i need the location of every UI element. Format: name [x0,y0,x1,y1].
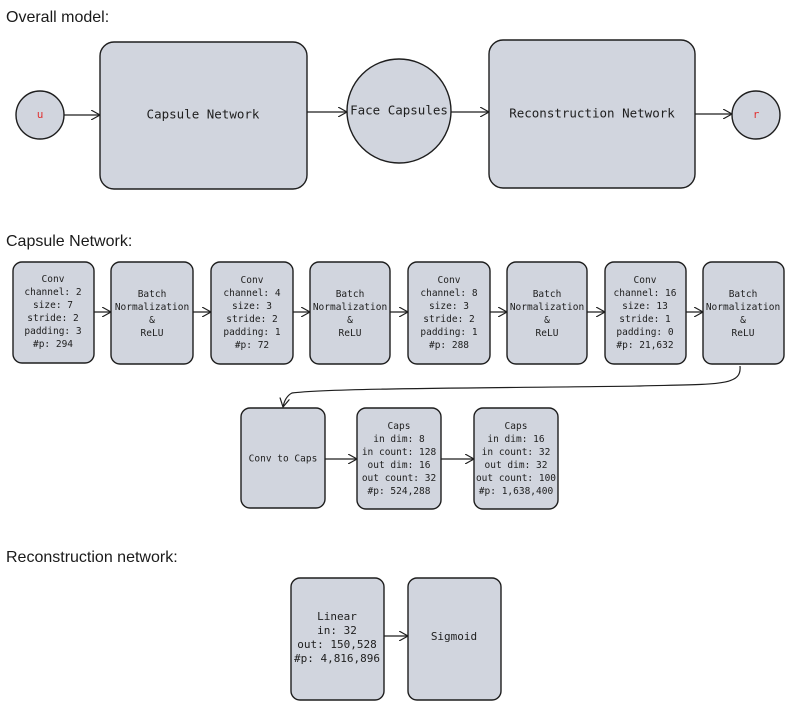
caps1-label-line: in count: 128 [362,447,437,458]
conv1-label-line: size: 7 [33,300,73,311]
conv2-label-line: stride: 2 [226,314,277,325]
bn1-label-line: Batch [138,289,167,300]
caps2-node: Caps in dim: 16 in count: 32 out dim: 32 out… [473,407,559,510]
bn2-label-line: Batch [336,289,365,300]
conv3-label-line: channel: 8 [420,288,477,299]
sigmoid-node: Sigmoid [407,577,502,701]
bn4-label-line: ReLU [732,328,755,339]
conv2-label-line: padding: 1 [223,327,280,338]
caps1-label-line: out count: 32 [362,473,436,484]
conv1-label-line: Conv [42,274,65,285]
bn4-label-line: Normalization [706,302,780,313]
bn1-label-line: Normalization [115,302,189,313]
caps2-label-line: out dim: 32 [485,460,548,471]
conv1-label-line: padding: 3 [24,326,81,337]
bn1-label-line: ReLU [141,328,164,339]
conv2-label-line: Conv [241,275,264,286]
sigmoid-label-line: Sigmoid [431,630,477,643]
caps2-label-line: #p: 1,638,400 [479,486,554,497]
conv4-label-line: #p: 21,632 [616,340,673,351]
conv1-label-line: channel: 2 [24,287,81,298]
conv3-node: Conv channel: 8 size: 3 stride: 2 padding: 1… [407,261,491,365]
conv4-node: Conv channel: 16 size: 13 stride: 1 padding:… [604,261,687,365]
caps1-label-line: #p: 524,288 [368,486,431,497]
conv3-label-line: stride: 2 [423,314,474,325]
capsule-network-label: Capsule Network [147,107,260,122]
conv4-label-line: size: 13 [622,301,668,312]
bn1-label-line: & [149,315,155,326]
bn3-label-line: & [544,315,550,326]
caps1-label-line: Caps [388,421,411,432]
reconstruction-network-node: Reconstruction Network [488,39,696,189]
conv4-label-line: channel: 16 [614,288,677,299]
conv3-label-line: #p: 288 [429,340,469,351]
linear-label-line: #p: 4,816,896 [294,652,380,665]
caps2-label-line: Caps [505,421,528,432]
caps1-label-line: in dim: 8 [373,434,425,445]
conv1-label-line: stride: 2 [27,313,78,324]
conv1-label-line: #p: 294 [33,339,73,350]
bn2-label-line: Normalization [313,302,387,313]
bn4-label-line: Batch [729,289,758,300]
conv1-node: Conv channel: 2 size: 7 stride: 2 padding: 3… [12,261,95,364]
linear-label-line: Linear [317,610,357,623]
input-node: u [15,90,65,140]
conv-to-caps-node: Conv to Caps [240,407,326,509]
caps2-label-line: out count: 100 [476,473,556,484]
linear-label-line: out: 150,528 [297,638,376,651]
conv-to-caps-label-line: Conv to Caps [249,454,318,465]
face-capsules-label: Face Capsules [350,103,448,118]
bn2-label-line: & [347,315,353,326]
bn4-label-line: & [740,315,746,326]
overall-model-title: Overall model: [6,9,109,26]
conv3-label-line: size: 3 [429,301,469,312]
caps1-node: Caps in dim: 8 in count: 128 out dim: 16 out… [356,407,442,510]
conv2-label-line: #p: 72 [235,340,269,351]
conv3-label-line: padding: 1 [420,327,477,338]
caps2-label-line: in count: 32 [482,447,551,458]
capsule-network-title: Capsule Network: [6,233,132,250]
edge-bn4-to-conv-to-caps [283,365,741,407]
bn3-label-line: Batch [533,289,562,300]
capsule-network-node: Capsule Network [99,41,308,190]
face-capsules-node: Face Capsules [346,58,452,164]
conv4-label-line: Conv [634,275,657,286]
conv2-node: Conv channel: 4 size: 3 stride: 2 padding: 1… [210,261,294,365]
bn3-label-line: ReLU [536,328,559,339]
caps2-label-line: in dim: 16 [487,434,544,445]
reconstruction-network-label: Reconstruction Network [509,106,675,121]
conv4-label-line: padding: 0 [616,327,673,338]
bn2-label-line: ReLU [339,328,362,339]
input-label: u [37,108,44,121]
conv3-label-line: Conv [438,275,461,286]
conv4-label-line: stride: 1 [619,314,671,325]
bn3-label-line: Normalization [510,302,584,313]
conv2-label-line: size: 3 [232,301,272,312]
linear-label-line: in: 32 [317,624,357,637]
caps1-label-line: out dim: 16 [368,460,431,471]
output-node: r [731,90,781,140]
conv2-label-line: channel: 4 [223,288,280,299]
output-label: r [753,108,760,121]
reconstruction-network-title: Reconstruction network: [6,549,178,566]
